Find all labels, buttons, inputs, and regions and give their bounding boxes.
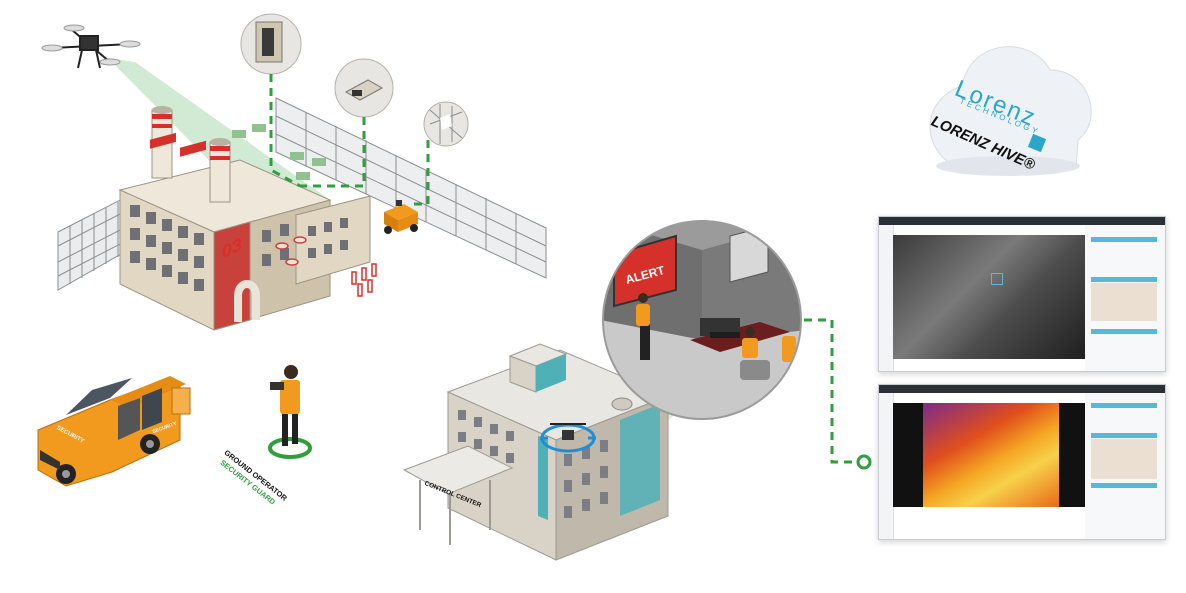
zoom-bubble-door (240, 13, 302, 75)
perimeter-fence-left (57, 195, 129, 291)
thermal-color-view (923, 403, 1059, 507)
zoom-bubble-box (334, 58, 394, 118)
perimeter-fence-right (275, 97, 547, 279)
security-van (37, 376, 191, 487)
control-room-view (602, 220, 802, 420)
hive-window-thermal (878, 384, 1166, 540)
control-center-building (402, 343, 670, 561)
hive-window-night (878, 216, 1166, 372)
ground-operator (268, 365, 312, 459)
zoom-bubble-fence-damage (423, 101, 469, 147)
cloud-logo (929, 46, 1092, 176)
detection-links (269, 74, 430, 206)
thermal-night-view (893, 235, 1089, 359)
map-preview (1091, 439, 1157, 479)
map-preview (1091, 283, 1157, 321)
data-link-to-hive (804, 318, 872, 470)
factory-building (118, 106, 377, 331)
ground-robot (384, 200, 418, 234)
surveillance-drone (41, 24, 141, 69)
